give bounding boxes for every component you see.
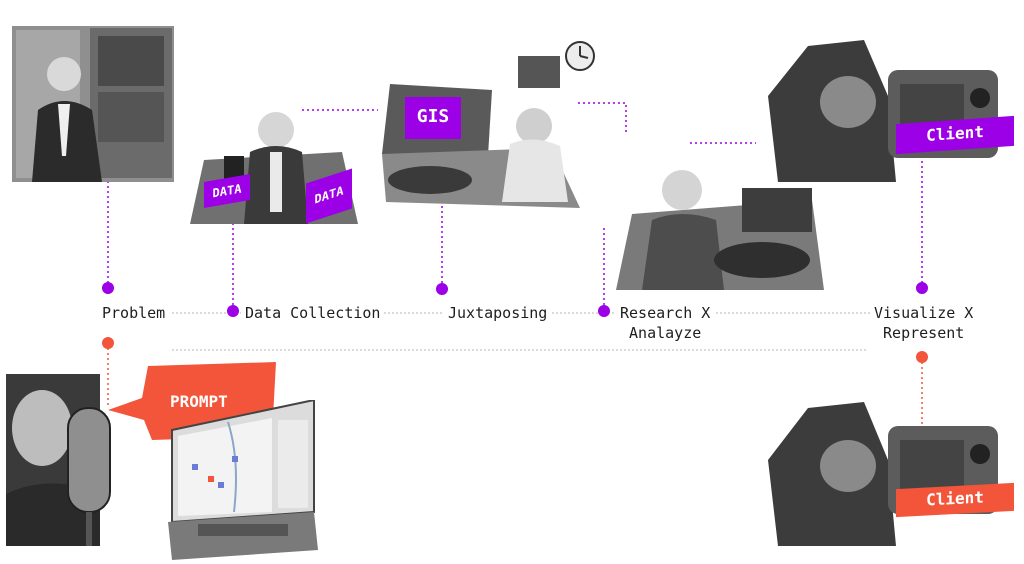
node-visualize [916,282,928,294]
tag-gis: GIS [405,97,461,139]
step-label-visualize: Visualize X Represent [870,303,978,343]
node-research [598,305,610,317]
photo-man-with-computer [12,26,174,182]
node-client-bottom [916,351,928,363]
photo-gis-turntable [382,84,580,208]
photo-woman-radio-top [768,40,998,182]
node-data-collection [227,305,239,317]
step-label-juxtaposing: Juxtaposing [444,303,552,323]
node-prompt [102,337,114,349]
connector-gis-research [578,102,627,133]
node-juxtaposing [436,283,448,295]
photo-clock-board [518,41,595,88]
node-problem [102,282,114,294]
step-label-research: Research X Analayze [616,303,715,343]
photo-woman-radio-bottom [768,402,998,546]
tag-prompt: PROMPT [170,392,228,411]
step-label-problem: Problem [98,303,170,323]
step-label-data-collection: Data Collection [241,303,385,323]
photo-man-microphone [6,374,111,546]
connector-problem [107,168,172,288]
photo-broadcaster-console [616,170,824,290]
map-screen-illustration [168,400,318,560]
